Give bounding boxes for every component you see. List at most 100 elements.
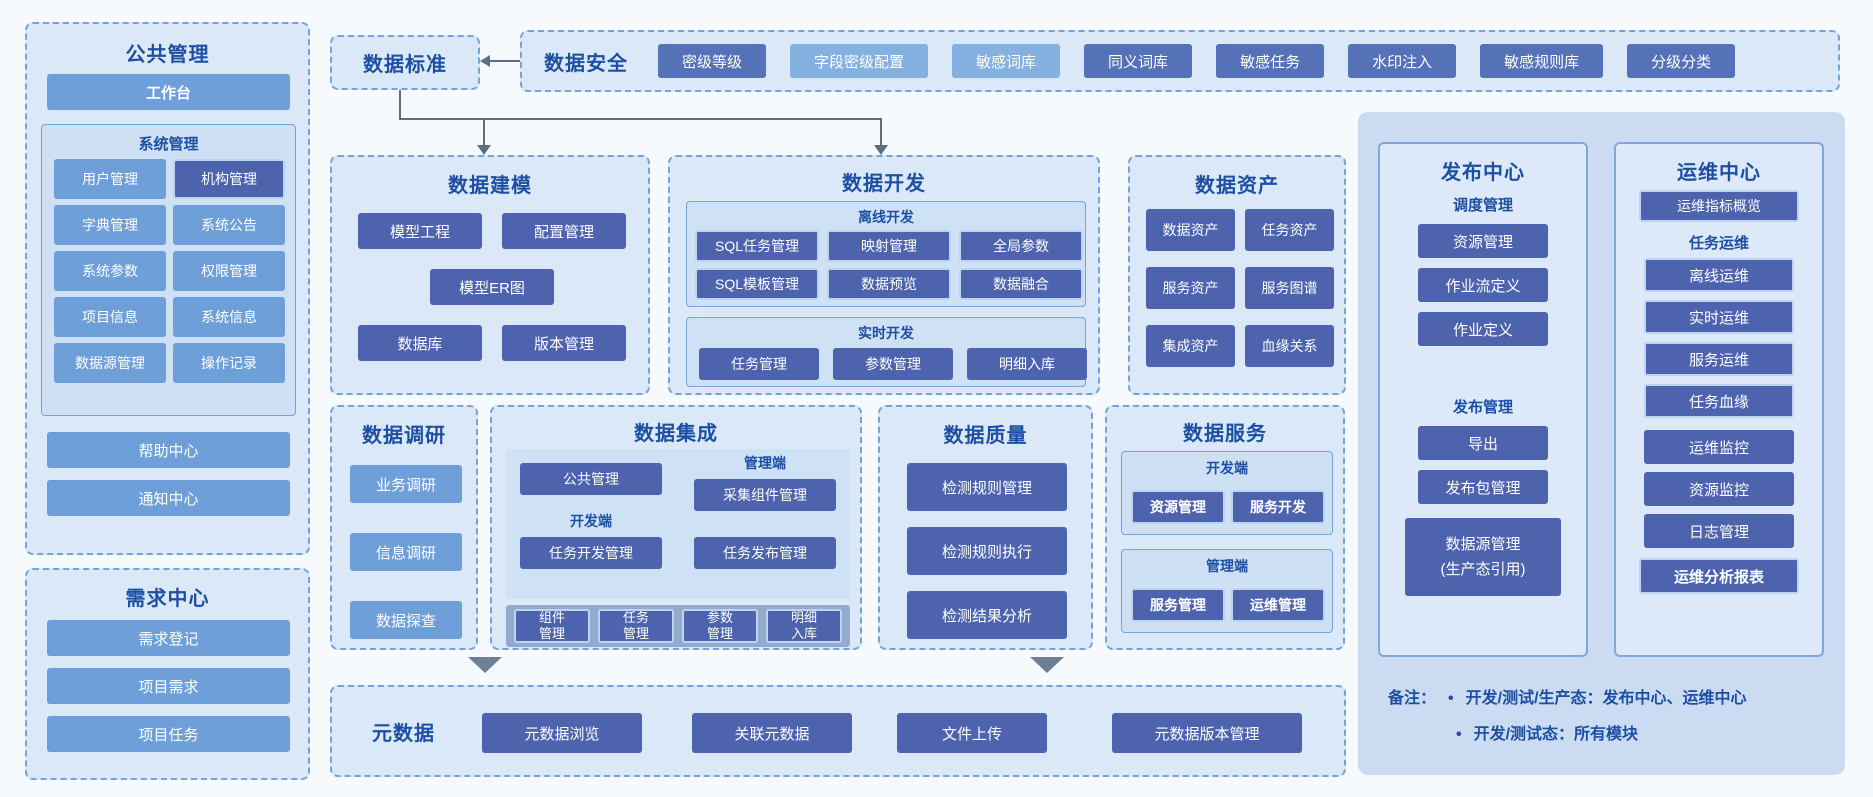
group-label: 开发端: [1206, 460, 1248, 476]
offline-dev-group: 离线开发 SQL任务管理 映射管理 全局参数 SQL模板管理 数据预览 数据融合: [686, 201, 1086, 307]
module-item: 分级分类: [1627, 44, 1736, 78]
data-assets-section: 数据资产 数据资产 任务资产 服务资产 服务图谱 集成资产 血缘关系: [1128, 155, 1346, 395]
module-item: 用户管理: [54, 159, 166, 199]
arrow-line: [483, 120, 485, 146]
module-item: 服务资产: [1146, 267, 1235, 309]
section-title: 元数据: [372, 722, 435, 745]
module-datasource-line1: 数据源管理: [1445, 535, 1521, 553]
group-label: 实时开发: [858, 325, 914, 341]
note-row: 备注： • 开发/测试/生产态：发布中心、运维中心: [1388, 684, 1747, 708]
module-item: 需求登记: [47, 620, 290, 656]
arrow-head-left: [480, 55, 490, 67]
module-item: 明细入库: [766, 609, 842, 643]
section-title: 需求中心: [125, 588, 210, 610]
module-item: 全局参数: [959, 230, 1083, 262]
module-item: 信息调研: [350, 533, 462, 571]
section-title: 数据建模: [448, 175, 532, 197]
module-item: 机构管理: [173, 159, 285, 199]
demand-center-section: 需求中心 需求登记 项目需求 项目任务: [25, 568, 310, 780]
section-title: 数据安全: [544, 52, 628, 75]
section-title: 运维中心: [1677, 162, 1761, 184]
data-modeling-section: 数据建模 模型工程 配置管理 模型ER图 数据库 版本管理: [330, 155, 650, 395]
module-item: 敏感词库: [952, 44, 1061, 78]
module-item: 配置管理: [502, 213, 626, 249]
flow-arrow-down: [468, 657, 502, 673]
note-text: 开发/测试/生产态：发布中心、运维中心: [1465, 690, 1747, 707]
data-development-section: 数据开发 离线开发 SQL任务管理 映射管理 全局参数 SQL模板管理 数据预览…: [668, 155, 1100, 395]
arrow-line: [399, 90, 401, 120]
module-item: 血缘关系: [1245, 325, 1334, 367]
module-item: 运维管理: [1231, 588, 1325, 622]
module-item: 参数管理: [833, 348, 953, 380]
module-item: 模型ER图: [430, 269, 554, 305]
ops-center-panel: 运维中心 运维指标概览 任务运维 离线运维 实时运维 服务运维 任务血缘 运维监…: [1614, 142, 1824, 657]
module-item: 参数管理: [682, 609, 758, 643]
service-dev-group: 开发端 资源管理 服务开发: [1121, 451, 1333, 535]
module-item: 采集组件管理: [694, 479, 836, 511]
data-security-section: 数据安全 密级等级 字段密级配置 敏感词库 同义词库 敏感任务 水印注入 敏感规…: [520, 30, 1840, 92]
module-item: 系统信息: [173, 297, 285, 337]
module-item: 权限管理: [173, 251, 285, 291]
section-title: 数据标准: [363, 54, 447, 76]
module-item: 公共管理: [520, 463, 662, 495]
note-row: • 开发/测试态：所有模块: [1456, 720, 1638, 744]
module-datasource-prod: 数据源管理 (生产态引用): [1405, 518, 1561, 596]
module-help-center: 帮助中心: [47, 432, 290, 468]
arrow-head-down: [477, 145, 491, 155]
module-item: 任务血缘: [1644, 384, 1794, 418]
module-item: 操作记录: [173, 343, 285, 383]
module-item: 日志管理: [1644, 514, 1794, 548]
module-item: 项目任务: [47, 716, 290, 752]
module-item: 关联元数据: [692, 713, 852, 753]
module-item: 任务发布管理: [694, 537, 836, 569]
module-item: 敏感任务: [1216, 44, 1325, 78]
note-label: 备注：: [1388, 690, 1437, 707]
module-item: 映射管理: [827, 230, 951, 262]
module-ops-report: 运维分析报表: [1639, 558, 1799, 594]
module-item: 作业流定义: [1418, 268, 1548, 302]
group-label: 开发端: [570, 513, 612, 529]
module-item: 实时运维: [1644, 300, 1794, 334]
module-item: 元数据浏览: [482, 713, 642, 753]
module-item: 服务运维: [1644, 342, 1794, 376]
module-item: 字段密级配置: [790, 44, 929, 78]
module-item: 检测规则执行: [907, 527, 1067, 575]
module-item: 项目信息: [54, 297, 166, 337]
bullet-icon: •: [1456, 726, 1462, 743]
note-text: 开发/测试态：所有模块: [1473, 726, 1639, 743]
module-item: 数据融合: [959, 268, 1083, 300]
module-item: 作业定义: [1418, 312, 1548, 346]
module-item: 明细入库: [967, 348, 1087, 380]
right-region: 发布中心 调度管理 资源管理 作业流定义 作业定义 发布管理 导出 发布包管理 …: [1358, 112, 1845, 775]
module-item: 密级等级: [658, 44, 767, 78]
module-item: 导出: [1418, 426, 1548, 460]
module-workbench: 工作台: [47, 74, 290, 110]
data-quality-section: 数据质量 检测规则管理 检测规则执行 检测结果分析: [878, 405, 1093, 650]
group-label: 任务运维: [1688, 235, 1749, 252]
module-item: 资源管理: [1418, 224, 1548, 258]
data-integration-section: 数据集成 公共管理 管理端 采集组件管理 开发端 任务开发管理 任务发布管理 组…: [490, 405, 862, 650]
public-mgmt-section: 公共管理 工作台 系统管理 用户管理 机构管理 字典管理 系统公告 系统参数 权…: [25, 22, 310, 555]
module-item: 数据库: [358, 325, 482, 361]
module-item: 离线运维: [1644, 258, 1794, 292]
module-item: 服务管理: [1131, 588, 1225, 622]
bullet-icon: •: [1448, 690, 1454, 707]
section-title: 数据调研: [362, 425, 446, 447]
integration-inner-group: 公共管理 管理端 采集组件管理 开发端 任务开发管理 任务发布管理: [506, 449, 850, 599]
group-label: 管理端: [1206, 558, 1248, 574]
module-item: 系统公告: [173, 205, 285, 245]
module-item: 项目需求: [47, 668, 290, 704]
group-label: 管理端: [744, 455, 786, 471]
section-title: 公共管理: [125, 44, 210, 66]
arrow-line: [880, 120, 882, 146]
section-title: 数据资产: [1195, 175, 1279, 197]
section-title: 数据集成: [634, 423, 718, 445]
module-item: SQL模板管理: [695, 268, 819, 300]
module-item: 资源监控: [1644, 472, 1794, 506]
module-item: 业务调研: [350, 465, 462, 503]
module-item-label: 组件管理: [538, 609, 565, 641]
module-item: 元数据版本管理: [1112, 713, 1302, 753]
module-item: 任务开发管理: [520, 537, 662, 569]
module-item: 系统参数: [54, 251, 166, 291]
module-item: 数据资产: [1146, 209, 1235, 251]
